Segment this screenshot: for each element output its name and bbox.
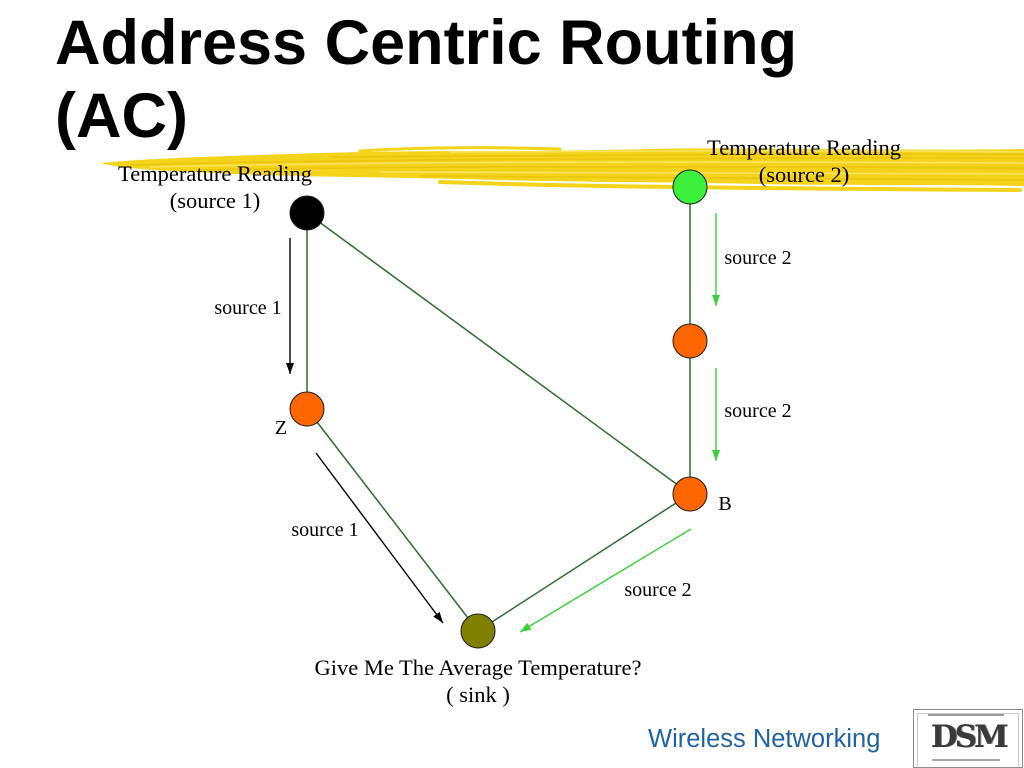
flow-label-source2-upper: source 2 <box>724 247 791 269</box>
source1-node <box>289 195 325 231</box>
dsm-logo: DSM <box>913 709 1023 768</box>
node-b <box>672 476 708 512</box>
source1-caption-line2: (source 1) <box>170 188 261 213</box>
highlighter-texture <box>129 150 1024 181</box>
source2-node <box>672 169 708 205</box>
flow-label-z-to-sink: source 1 <box>291 519 358 541</box>
node-z <box>289 391 325 427</box>
highlighter-wisp-top <box>358 146 562 153</box>
flow-label-source2-lower: source 2 <box>724 400 791 422</box>
flow-arrows <box>286 213 720 633</box>
flow-label-b-to-sink: source 2 <box>624 579 691 601</box>
slide-title-line1: Address Centric Routing <box>55 8 798 78</box>
highlighter-stroke <box>100 146 1024 192</box>
slide-title-line2: (AC) <box>55 81 188 151</box>
highlighter-wisp-bottom <box>438 180 1022 192</box>
flow-arrow-z-to-sink <box>315 452 444 624</box>
footer-course-title: Wireless Networking <box>648 725 881 753</box>
logo-frame <box>917 713 1019 767</box>
flow-arrow-b-to-sink <box>519 528 692 633</box>
link-source1-b <box>306 212 691 495</box>
source2-caption-line2: (source 2) <box>759 162 850 187</box>
relay-node <box>672 323 708 359</box>
logo-fine-print-bottom <box>932 759 1000 761</box>
link-b-sink <box>477 493 691 632</box>
flow-label-source1-to-z: source 1 <box>214 297 281 319</box>
source1-caption-line1: Temperature Reading <box>118 161 312 186</box>
node-z-label: Z <box>275 417 287 439</box>
link-z-sink <box>306 408 479 632</box>
sink-caption-line2: ( sink ) <box>446 682 510 707</box>
sink-caption-line1: Give Me The Average Temperature? <box>314 655 641 680</box>
logo-fine-print-top <box>928 714 1004 716</box>
network-links <box>306 187 691 632</box>
sink-node <box>460 613 496 649</box>
network-nodes <box>289 169 708 649</box>
node-b-label: B <box>718 493 731 515</box>
slide-title: Address Centric Routing (AC) <box>55 7 797 153</box>
source2-caption-line1: Temperature Reading <box>707 135 901 160</box>
logo-mark: DSM <box>930 719 1009 755</box>
